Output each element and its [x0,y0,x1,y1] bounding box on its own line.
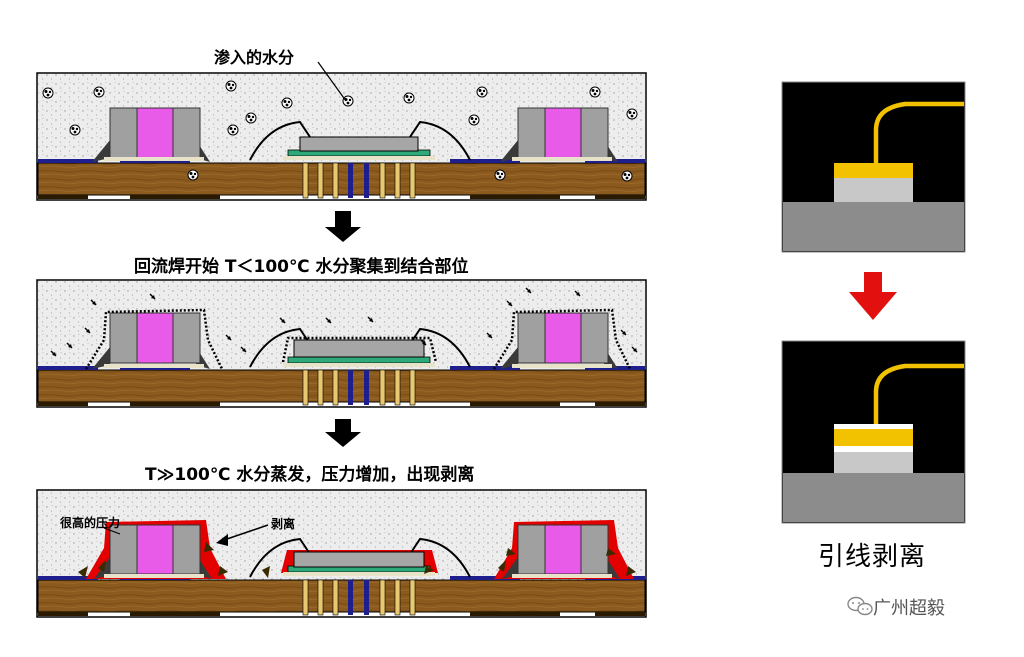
delamination-leader [216,524,269,546]
wire-bond-before [781,81,966,253]
component-right [494,520,634,579]
label-wire-delamination: 引线剥离 [818,542,927,572]
pressure-arrows [78,542,636,578]
panel-2-moisture-accumulation [36,279,647,408]
label-step-reflow-start: 回流焊开始 T＜100℃ 水分聚集到结合部位 [134,257,469,277]
component-right [500,107,618,162]
component-left [84,308,224,370]
component-right [492,308,632,370]
label-delamination: 剥离 [271,517,296,531]
wire-bond-after [781,340,966,524]
panel-1-moisture-absorption [36,61,647,201]
center-die [249,327,471,406]
component-left [92,107,210,162]
panel-3-delamination [36,489,647,618]
component-left [86,520,226,579]
wechat-icon [847,596,873,616]
flow-arrow-2 [325,419,361,447]
label-absorbed-moisture: 渗入的水分 [214,48,295,67]
watermark-text: 广州超毅 [873,598,945,619]
label-high-pressure: 很高的压力 [60,516,121,530]
watermark: 广州超毅 [841,594,945,620]
flow-arrow-1 [325,211,361,242]
red-down-arrow [849,272,897,320]
label-step-evaporation: T≫100℃ 水分蒸发，压力增加，出现剥离 [145,465,475,485]
center-die [249,537,471,616]
center-die [249,120,471,199]
